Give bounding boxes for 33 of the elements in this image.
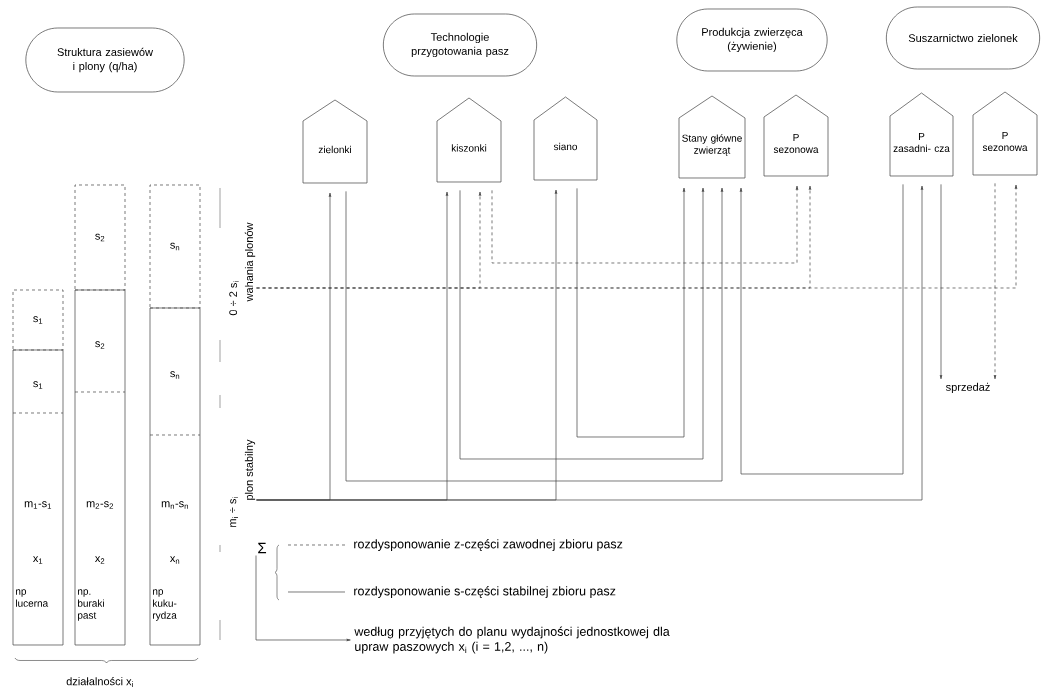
pentagon-box: Stany główne zwierząt [678,95,746,179]
axis-label: m$_{i}$ ÷ s$_{i}$ [230,497,238,527]
arrow [255,555,351,642]
arrow [993,183,997,380]
legend-text: rozdysponowanie s-części stabilnej zbioru pasz [354,586,616,598]
arrow [939,184,943,380]
target-label: sprzedaż [946,382,990,394]
pentagon-box: siano [533,96,598,181]
arrow [459,187,705,460]
axis-label: 0 ÷ 2 s$_{i}$ [229,281,239,316]
arrow [345,187,724,482]
dashed-box: s$_{2}$ [74,184,126,291]
column-bar: s$_{1}$ m$_{1}$-s$_{1}$ x$_{1}$ np lucerna [12,349,64,646]
pentagon-box: zielonki [302,99,368,184]
legend-text: rozdysponowanie z-części zawodnej zbioru pasz [354,539,623,551]
dashed-box: s$_{1}$ [12,289,64,351]
arrow [491,185,799,264]
pentagon-box: P sezonowa [763,94,829,177]
axis-label: działalności x$_{i}$ [66,677,133,687]
pentagon-box: kiszonki [436,97,502,183]
axis-label: plon stabilny [244,439,256,500]
dashed-box: s$_{n}$ [149,184,201,309]
pentagon-box: P zasadni- cza [889,92,954,177]
column-bar: s$_{2}$ m$_{2}$-s$_{2}$ x$_{2}$ np. buraki past [74,289,126,646]
arrow [256,184,1018,289]
arrow [576,187,686,438]
column-bar: s$_{n}$ m$_{n}$-s$_{n}$ x$_{n}$ np kuku- rydza [149,307,201,646]
sum-sign: Σ [258,542,267,554]
arrow [256,185,924,501]
arrow [739,184,904,475]
pentagon-box: P sezonowa [972,91,1038,176]
axis-label: wahania plonów [244,222,256,302]
note-text: według przyjętych do planu wydajności jednostkowej dla upraw paszowych x$_{i}$ (i = 1,2, ..., n) [354,626,670,654]
